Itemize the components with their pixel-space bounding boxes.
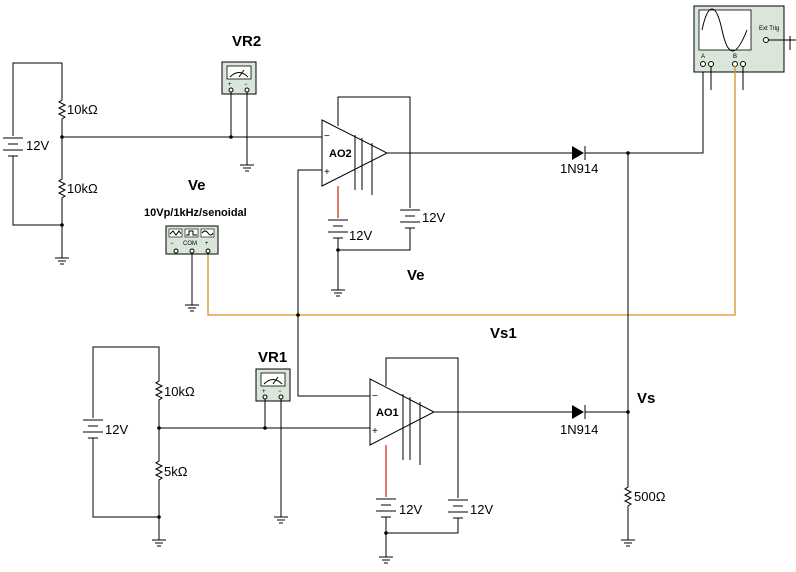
svg-text:−: − — [324, 131, 330, 142]
battery-ao1-right: 12V — [448, 499, 493, 519]
resistor-top-1-label: 10kΩ — [67, 102, 98, 117]
resistor-bottom-2: 5kΩ — [154, 458, 188, 490]
oscilloscope[interactable]: Ext Trig A B — [693, 5, 796, 73]
vs-label: Vs — [637, 390, 655, 407]
battery-bottom-left: 12V — [83, 418, 128, 439]
svg-text:+: + — [228, 82, 232, 88]
vr2-label: VR2 — [232, 33, 261, 50]
battery-bottom-left-label: 12V — [105, 422, 128, 437]
ve-top-label: Ve — [188, 177, 206, 194]
resistor-load-label: 500Ω — [634, 489, 666, 504]
diode-bottom-label: 1N914 — [560, 422, 598, 437]
vs1-label: Vs1 — [490, 325, 517, 342]
gen-com-label: COM — [183, 241, 197, 247]
resistor-load: 500Ω — [623, 485, 666, 510]
voltmeter-vr2[interactable]: + − — [221, 61, 257, 95]
opamp-ao1: − + AO1 — [369, 378, 436, 465]
svg-text:A: A — [701, 54, 705, 60]
ground-load — [621, 539, 635, 547]
svg-text:+: + — [205, 241, 209, 247]
ao1-label: AO1 — [376, 407, 399, 419]
osc-ext-trig-label: Ext Trig — [759, 26, 779, 32]
ground-ao2 — [331, 289, 345, 297]
ground-vr1 — [274, 516, 288, 524]
battery-ao2-right: 12V — [400, 209, 445, 229]
ao2-label: AO2 — [329, 148, 352, 160]
battery-ao2-left-label: 12V — [349, 228, 372, 243]
resistor-top-2-label: 10kΩ — [67, 181, 98, 196]
diode-bottom: 1N914 — [560, 405, 598, 437]
function-generator-icon — [168, 228, 215, 238]
voltmeter-icon — [263, 379, 283, 385]
function-generator[interactable]: − COM + — [165, 225, 219, 255]
voltmeter-vr1[interactable]: + − — [255, 368, 291, 402]
oscilloscope-icon — [701, 8, 748, 52]
resistor-bottom-1: 10kΩ — [154, 378, 195, 406]
source-spec-label: 10Vp/1kHz/senoidal — [144, 207, 247, 219]
top-divider — [12, 62, 63, 258]
diode-top-label: 1N914 — [560, 161, 598, 176]
resistor-bottom-2-label: 5kΩ — [164, 464, 188, 479]
svg-text:+: + — [262, 389, 266, 395]
ground-top-left — [55, 257, 69, 265]
svg-text:−: − — [372, 391, 378, 402]
ground-vr2 — [240, 164, 254, 172]
ve-bottom-label: Ve — [407, 267, 425, 284]
svg-text:B: B — [733, 54, 737, 60]
voltmeter-icon — [229, 72, 249, 78]
svg-text:−: − — [244, 82, 248, 88]
battery-ao2-right-label: 12V — [422, 210, 445, 225]
battery-ao2-left: 12V — [328, 219, 372, 243]
battery-top-left-label: 12V — [26, 138, 49, 153]
battery-ao1-left: 12V — [376, 498, 422, 518]
battery-ao1-right-label: 12V — [470, 502, 493, 517]
vr1-label: VR1 — [258, 349, 287, 366]
resistor-top-1: 10kΩ — [57, 97, 98, 122]
svg-text:+: + — [372, 426, 378, 437]
battery-ao1-left-label: 12V — [399, 502, 422, 517]
diode-top: 1N914 — [560, 146, 598, 176]
resistor-bottom-1-label: 10kΩ — [164, 384, 195, 399]
resistor-top-2: 10kΩ — [57, 176, 98, 200]
opamp-ao2: − + AO2 — [321, 119, 389, 195]
ground-bottom-left — [152, 539, 166, 547]
ground-generator — [185, 304, 199, 312]
bottom-divider — [92, 346, 160, 540]
svg-text:−: − — [278, 389, 282, 395]
ground-ao1 — [379, 556, 393, 564]
svg-text:+: + — [324, 167, 330, 178]
battery-top-left: 12V — [3, 136, 49, 157]
svg-text:−: − — [170, 241, 174, 247]
